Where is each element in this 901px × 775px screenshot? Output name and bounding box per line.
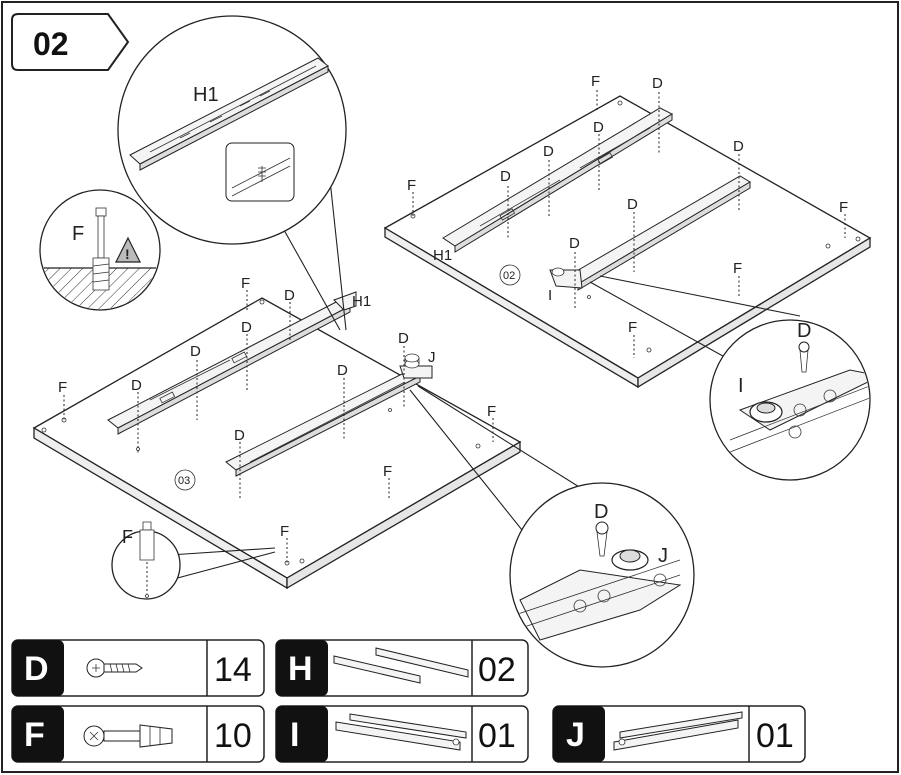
label-D: D (241, 319, 252, 336)
label-J: J (658, 545, 668, 567)
label-J: J (428, 349, 436, 366)
step-badge: 02 (11, 13, 130, 71)
label-I: I (548, 287, 552, 304)
label-D: D (284, 287, 295, 304)
part-row-I: I 01 (275, 705, 529, 763)
callout-bracket-I: D I (589, 275, 871, 481)
part-letter: J (566, 716, 585, 754)
label-D: D (337, 362, 348, 379)
label-D: D (594, 501, 608, 523)
label-F: F (407, 177, 416, 194)
label-D: D (500, 168, 511, 185)
cam-dowel-icon (83, 724, 173, 748)
part-quantity: 10 (214, 717, 252, 755)
slide-with-bracket-icon (613, 711, 743, 751)
label-D: D (593, 119, 604, 136)
label-F: F (733, 260, 742, 277)
part-letter: I (290, 716, 299, 754)
label-D: D (234, 427, 245, 444)
label-D: D (190, 343, 201, 360)
part-row-F: F 10 (11, 705, 265, 763)
label-F: F (241, 275, 250, 292)
label-F: F (72, 223, 84, 245)
label-F: F (383, 463, 392, 480)
label-D: D (652, 75, 663, 92)
left-panel-assembly: F D H1 D D D F D J D D F F F 03 (32, 275, 522, 590)
label-D: D (543, 143, 554, 160)
part-letter: D (24, 650, 49, 688)
label-F: F (591, 73, 600, 90)
part-letter: F (24, 716, 45, 754)
right-panel-assembly: F D D D D F D D D F F F H1 I 02 (383, 73, 872, 389)
panel-number-03: 03 (178, 475, 190, 487)
callout-bracket-J: D J (409, 385, 695, 668)
label-H1: H1 (433, 247, 452, 264)
label-D: D (569, 235, 580, 252)
callout-rail-H1: H1 (117, 15, 347, 331)
label-H1: H1 (193, 84, 219, 106)
part-quantity: 14 (214, 651, 252, 689)
step-number: 02 (33, 26, 69, 62)
svg-text:!: ! (125, 246, 130, 262)
part-quantity: 01 (478, 717, 516, 755)
label-H1: H1 (352, 293, 371, 310)
screw-icon (86, 658, 143, 678)
label-F: F (839, 199, 848, 216)
part-row-D: D 14 (11, 639, 265, 697)
callout-dowel-F-small: F (111, 521, 276, 600)
part-row-H: H 02 (275, 639, 529, 697)
part-row-J: J 01 (552, 705, 806, 763)
label-F: F (58, 379, 67, 396)
label-F: F (280, 523, 289, 540)
label-D: D (398, 330, 409, 347)
label-D: D (627, 196, 638, 213)
label-F: F (628, 319, 637, 336)
label-D: D (797, 320, 811, 342)
drawer-slide-pair-icon (333, 647, 469, 684)
part-quantity: 01 (756, 717, 794, 755)
label-D: D (733, 138, 744, 155)
panel-number-02: 02 (503, 270, 515, 282)
label-D: D (131, 377, 142, 394)
slide-with-bracket-icon (335, 713, 467, 751)
label-F: F (122, 527, 133, 547)
part-quantity: 02 (478, 651, 516, 689)
callout-dowel-F: ! F (39, 189, 161, 311)
label-I: I (738, 375, 744, 397)
part-letter: H (288, 650, 313, 688)
label-F: F (487, 403, 496, 420)
